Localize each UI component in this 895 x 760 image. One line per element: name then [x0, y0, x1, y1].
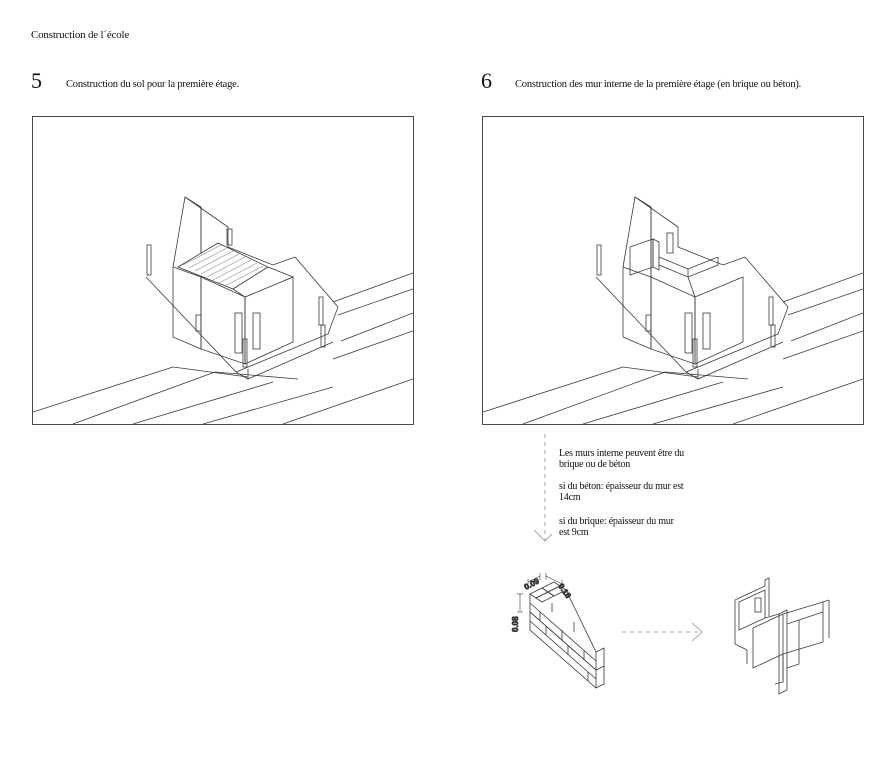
brick-wall-detail: 0.08 0.09 0.18: [506, 570, 616, 690]
dimension-lines: [517, 573, 563, 613]
ground-lines: [33, 272, 413, 424]
openings: [195, 228, 261, 354]
step-5-number: 5: [31, 68, 42, 93]
openings: [645, 312, 711, 354]
floor-hatch: [182, 244, 264, 287]
dashed-down-arrow: [533, 434, 552, 542]
ground-lines: [483, 272, 863, 424]
brick-thickness-note: si du brique: épaisseur du mur est 9cm: [559, 516, 674, 538]
wall-opening: [754, 597, 762, 613]
document-title: Construction de l´école: [31, 29, 130, 41]
concrete-thickness-note: si du béton: épaisseur du mur est 14cm: [559, 481, 684, 503]
brick-height-label: 0.08: [511, 616, 520, 632]
wall-panels: [734, 577, 830, 695]
wall-material-note: Les murs interne peuvent être du brique …: [559, 448, 684, 470]
brick-stack: [529, 581, 605, 689]
step-6-number: 6: [481, 68, 492, 93]
interior-wall-assembly: [725, 572, 840, 697]
step-5-isometric-drawing: [33, 196, 413, 424]
step-6-caption: Construction des mur interne de la premi…: [515, 79, 802, 90]
house-body: [172, 196, 296, 365]
step-6-isometric-drawing: [483, 196, 863, 424]
posts: [596, 244, 776, 368]
dashed-right-arrow: [622, 622, 703, 642]
interior-walls: [629, 232, 719, 298]
house-body: [622, 196, 746, 365]
step-6-drawing-panel: [482, 116, 864, 425]
foundation-plate: [595, 256, 789, 380]
step-5-caption: Construction du sol pour la première éta…: [66, 79, 240, 90]
step-5-drawing-panel: [32, 116, 414, 425]
foundation-plate: [145, 256, 339, 380]
brick-length-label: 0.18: [556, 582, 573, 600]
